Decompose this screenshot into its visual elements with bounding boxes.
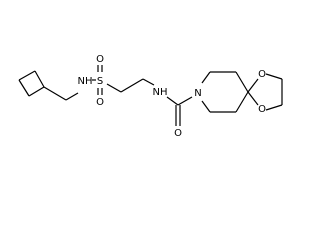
bond-diox-5	[247, 91, 259, 106]
atom-oxygen-dioxolane-top: O	[258, 69, 266, 80]
bond-pip-6	[201, 100, 211, 113]
bond-s-ch2	[106, 83, 122, 93]
bond-ch2-ch2	[120, 78, 144, 93]
bond-carbonyl-n	[177, 96, 193, 106]
atom-nitrogen-ring: N	[194, 88, 201, 99]
bond-ch2-nh-amide	[142, 78, 155, 86]
atom-oxygen-sulfonyl-top: O	[96, 54, 104, 65]
bond-cyclobutane-2	[34, 70, 45, 88]
atom-labels: NH S O O NH N O O O	[78, 54, 267, 139]
bond-nh-carbonyl	[166, 96, 179, 106]
bond-cyclobutane-1	[28, 86, 45, 97]
bond-cyclobutane-3	[18, 70, 36, 81]
bond-ch2-nh	[65, 92, 79, 101]
atom-sulfur: S	[97, 76, 103, 87]
atom-oxygen-dioxolane-bottom: O	[258, 104, 266, 115]
atom-nh-amide: NH	[153, 87, 168, 98]
bond-cyclobutane-4	[18, 79, 30, 97]
atom-nh-sulfonamide: NH	[78, 76, 93, 87]
bonds	[18, 65, 283, 126]
atom-oxygen-sulfonyl-bottom: O	[96, 97, 104, 108]
bond-diox-1	[247, 78, 259, 93]
molecule-diagram: NH S O O NH N O O O	[18, 54, 283, 139]
bond-ring-ch2	[43, 86, 67, 101]
bond-pip-1	[201, 71, 211, 84]
atom-oxygen-carbonyl: O	[174, 128, 182, 139]
bond-pip-4	[235, 91, 249, 113]
bond-diox-2	[265, 73, 283, 80]
bond-diox-4	[265, 104, 283, 111]
bond-pip-3	[235, 71, 249, 93]
